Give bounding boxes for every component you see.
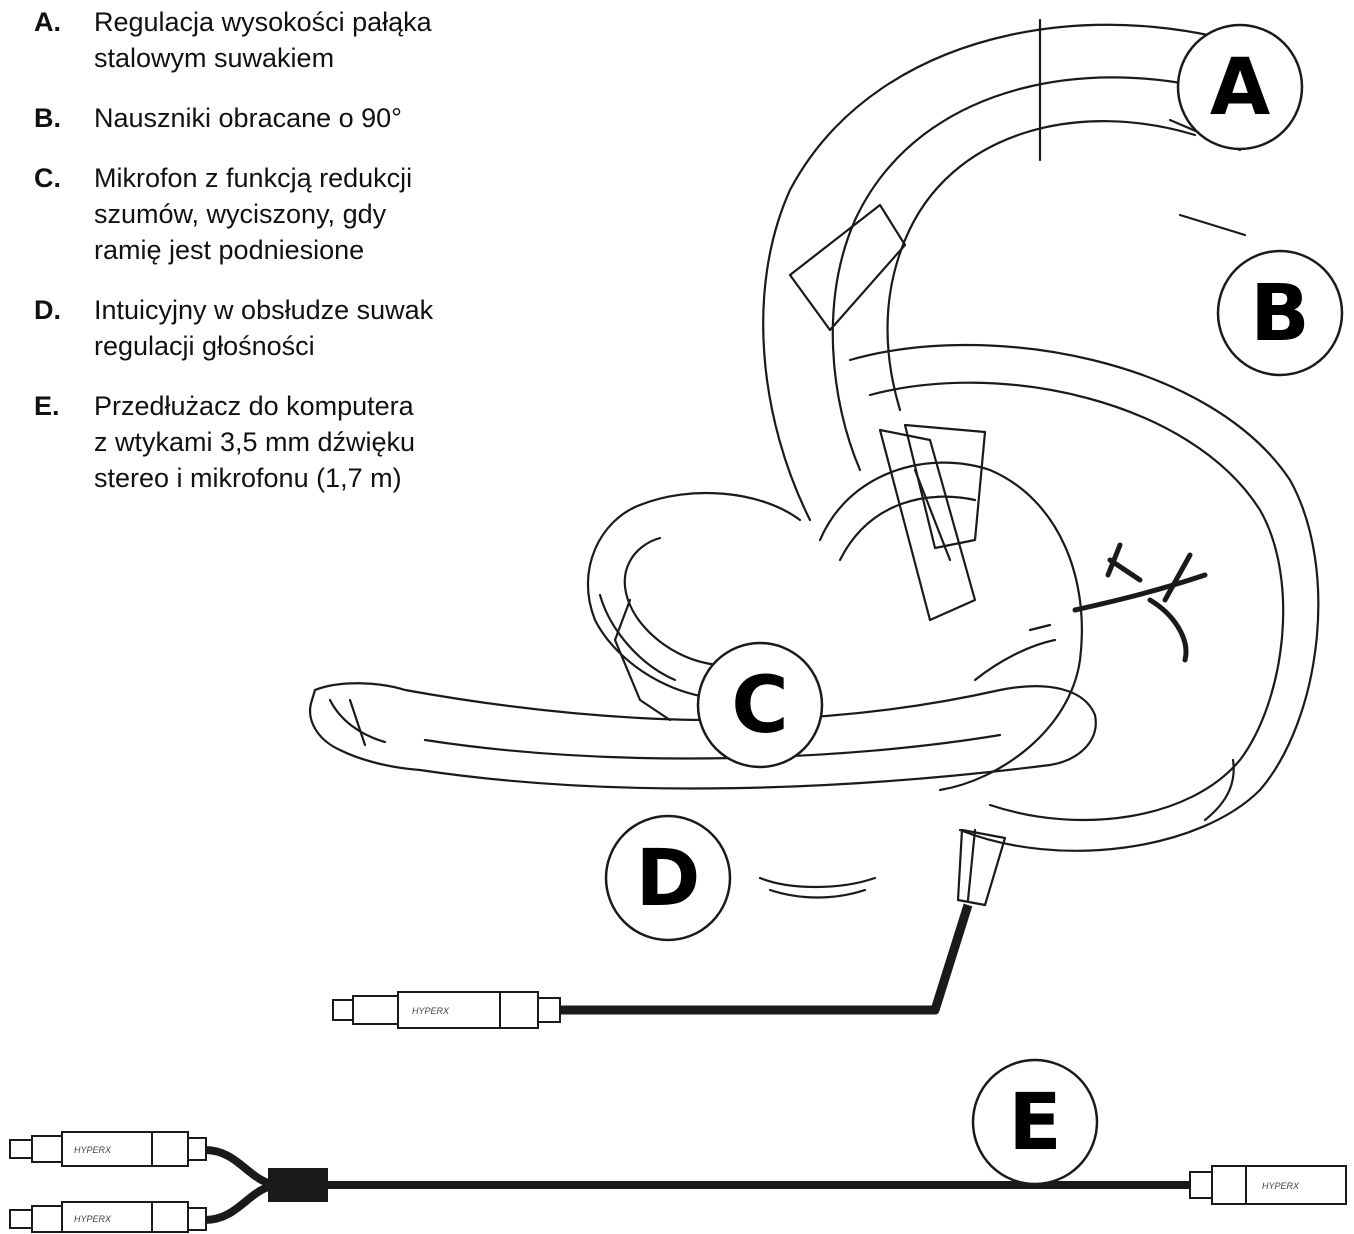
callout-d: D <box>606 816 730 940</box>
plug-brand-text: HYPERX <box>74 1145 112 1155</box>
hinge <box>880 430 975 620</box>
callout-letter-b: B <box>1250 269 1309 359</box>
plug-brand-text: HYPERX <box>74 1214 112 1224</box>
plug-brand-text: HYPERX <box>412 1006 450 1016</box>
cable-splitter <box>268 1168 328 1202</box>
callout-letter-d: D <box>636 834 701 924</box>
right-ear-cup <box>850 345 1318 851</box>
volume-slider <box>760 878 875 898</box>
splitter-plug-bottom: HYPERX <box>10 1202 206 1232</box>
callout-c: C <box>698 643 822 767</box>
extension-socket: HYPERX <box>1190 1166 1346 1204</box>
callout-a: A <box>1178 25 1302 149</box>
callout-letter-c: C <box>731 661 788 751</box>
headset-plug: HYPERX <box>333 992 560 1028</box>
callout-letter-a: A <box>1210 43 1270 133</box>
headset-cable <box>560 905 968 1010</box>
hyperx-logo <box>1075 545 1205 660</box>
plug-brand-text: HYPERX <box>1262 1181 1300 1191</box>
callout-b: B <box>1218 251 1342 375</box>
callout-e: E <box>973 1060 1097 1184</box>
callout-letter-e: E <box>1008 1078 1061 1168</box>
splitter-plug-top: HYPERX <box>10 1132 206 1166</box>
